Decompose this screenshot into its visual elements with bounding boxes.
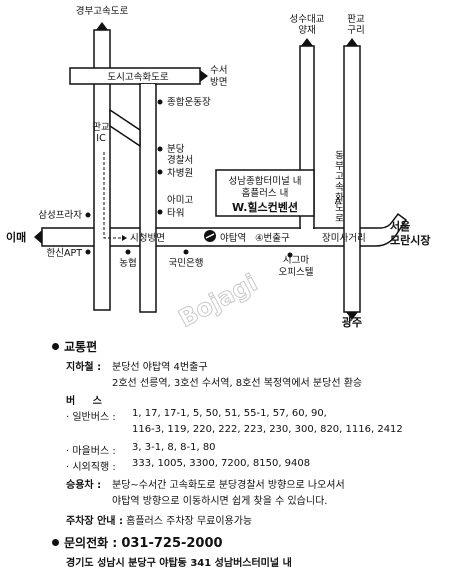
arrow-right-icon bbox=[200, 70, 208, 82]
bus-general-line1: 1, 17, 17-1, 5, 50, 51, 55-1, 57, 60, 90… bbox=[132, 408, 327, 419]
label-sigma: 시그마 bbox=[283, 255, 309, 266]
bus-general-line2: 116-3, 119, 220, 222, 223, 230, 300, 820… bbox=[132, 424, 403, 435]
label-bundang: 분당 bbox=[167, 144, 185, 155]
parking-value: 홈플러스 주차장 무료이용가능 bbox=[126, 516, 253, 527]
label-hanshin: 한신APT bbox=[46, 248, 82, 259]
bus-row: 버 스 bbox=[66, 396, 102, 407]
label-seongsu: 성수대교 bbox=[290, 14, 325, 25]
label-gyeongbu: 경부고속도로 bbox=[76, 5, 129, 17]
venue-line2: 홈플러스 내 bbox=[242, 187, 289, 199]
arrow-down-icon bbox=[346, 312, 358, 320]
car-row: 승용차 : bbox=[66, 480, 102, 491]
subway-icon bbox=[204, 230, 216, 242]
label-moran-market: 모란시장 bbox=[390, 233, 430, 247]
venue-name: W.힐스컨벤션 bbox=[232, 200, 298, 214]
contact-address: 경기도 성남시 분당구 야탑동 341 성남버스터미널 내 bbox=[66, 558, 292, 569]
label-suseo-dir: 방면 bbox=[210, 77, 227, 88]
label-exit4: ④번출구 bbox=[255, 233, 290, 244]
bullet-icon bbox=[52, 343, 59, 350]
bus-general-label: · 일반버스 : bbox=[66, 412, 116, 423]
arrow-up-icon bbox=[301, 38, 313, 46]
car-line1: 분당~수서간 고속화도로 분당경찰서 방향으로 나오셔서 bbox=[112, 480, 345, 491]
bus-intercity-label: · 시외직행 : bbox=[66, 462, 116, 473]
label-police: 경찰서 bbox=[167, 154, 193, 166]
label-doshi: 도시고속화도로 bbox=[107, 72, 168, 83]
contact-title: 문의전화 : 031-725-2000 bbox=[52, 534, 223, 551]
arrow-up-icon bbox=[96, 22, 108, 30]
label-sports-complex: 종합운동장 bbox=[167, 97, 211, 108]
label-imae: 이매 bbox=[6, 230, 26, 244]
label-seoul: 서울 bbox=[390, 219, 410, 233]
label-suseo: 수서 bbox=[210, 65, 227, 76]
label-cityhall-dir: 시청방면 bbox=[130, 233, 165, 244]
label-pangyo-top: 판교 bbox=[347, 14, 365, 25]
label-cha-hospital: 차병원 bbox=[167, 167, 193, 179]
label-tower: 타워 bbox=[167, 208, 184, 219]
label-nonghyup: 농협 bbox=[119, 257, 136, 269]
location-map: 성남종합터미널 내 홈플러스 내 W.힐스컨벤션 Bojagi 경부고속도로 성… bbox=[6, 5, 430, 330]
venue-line1: 성남종합터미널 내 bbox=[229, 176, 302, 187]
bus-intercity-value: 333, 1005, 3300, 7200, 8150, 9408 bbox=[132, 458, 311, 469]
bus-village-label: · 마을버스 : bbox=[66, 446, 116, 457]
label-samsung-plaza: 삼성프라자 bbox=[38, 210, 82, 221]
car-line2: 야탑역 방향으로 이동하시면 쉽게 찾을 수 있습니다. bbox=[112, 496, 328, 507]
label-guri: 구리 bbox=[347, 25, 364, 36]
dongbu-expressway bbox=[343, 45, 361, 313]
contact-phone: 031-725-2000 bbox=[121, 536, 223, 551]
main-road bbox=[41, 212, 408, 247]
label-yangjae: 양재 bbox=[298, 25, 315, 36]
route-dashed-line bbox=[103, 152, 122, 239]
subway-line2: 2호선 선릉역, 3호선 수서역, 8호선 복정역에서 분당선 환승 bbox=[112, 378, 363, 389]
transport-title: 교통편 bbox=[52, 338, 97, 355]
parking-row: 주차장 안내 : 홈플러스 주차장 무료이용가능 bbox=[66, 516, 253, 527]
bullet-icon bbox=[52, 539, 59, 546]
label-gwangju: 광주 bbox=[342, 316, 362, 329]
subway-row: 지하철 : bbox=[66, 362, 102, 373]
info-panel: 교통편 지하철 : 분당선 야탑역 4번출구 2호선 선릉역, 3호선 수서역,… bbox=[0, 336, 450, 570]
label-kookmin: 국민은행 bbox=[169, 257, 204, 269]
label-dongbu: 동부고속화도로 bbox=[333, 150, 344, 224]
label-amigo: 아미고 bbox=[167, 195, 193, 206]
label-yatap: 야탑역 bbox=[220, 232, 246, 244]
label-pangyo-ic: 판교 bbox=[92, 122, 110, 133]
label-jangmi: 장미사거리 bbox=[322, 233, 366, 244]
label-ic: IC bbox=[96, 133, 106, 144]
arrow-up-icon bbox=[346, 38, 358, 46]
route-arrow-icon bbox=[122, 235, 127, 241]
venue-box bbox=[215, 169, 315, 217]
subway-line1: 분당선 야탑역 4번출구 bbox=[112, 362, 208, 373]
landmark-dots bbox=[85, 99, 293, 258]
label-a-marker: A bbox=[335, 196, 342, 207]
suseo-road bbox=[139, 83, 157, 313]
label-officetel: 오피스텔 bbox=[279, 266, 314, 278]
pangyo-ic-ramp bbox=[109, 108, 141, 148]
bus-village-value: 3, 3-1, 8, 8-1, 80 bbox=[132, 442, 216, 453]
watermark: Bojagi bbox=[174, 268, 262, 330]
arrow-left-icon bbox=[34, 230, 42, 244]
